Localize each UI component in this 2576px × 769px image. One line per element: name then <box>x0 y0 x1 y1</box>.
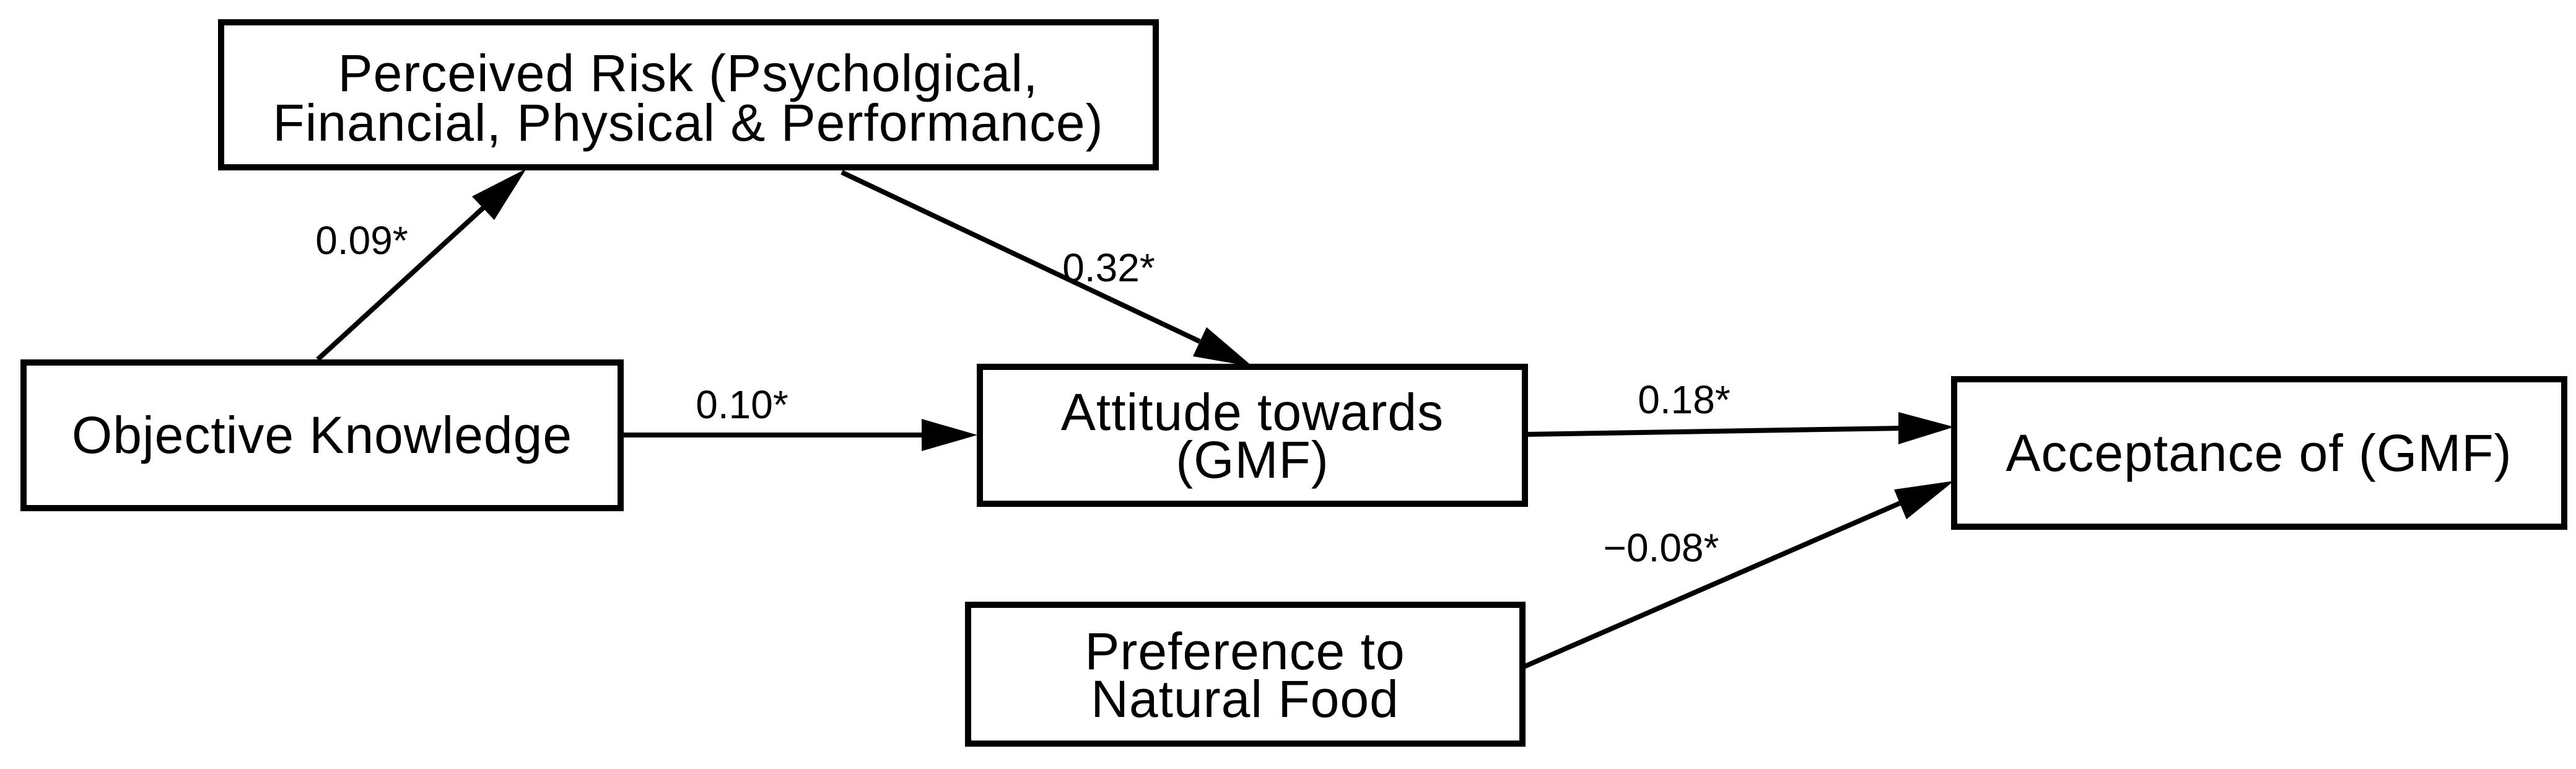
node-preference-natural-food: Preference to Natural Food <box>965 602 1526 747</box>
edge-attitude-to-acceptance-arrowhead <box>1898 412 1954 444</box>
node-objective-knowledge-label: Objective Knowledge <box>72 406 572 464</box>
node-perceived-risk-label-line2: Financial, Physical & Performance) <box>273 94 1103 152</box>
edge-preference-to-acceptance-line <box>1521 499 1904 670</box>
node-attitude-gmf-label-line2: (GMF) <box>1176 431 1329 489</box>
edge-objective-to-attitude-label: 0.10* <box>696 382 788 427</box>
node-acceptance-gmf: Acceptance of (GMF) <box>1951 376 2567 530</box>
node-attitude-gmf-box <box>977 364 1528 507</box>
node-attitude-gmf: Attitude towards (GMF) <box>977 364 1528 507</box>
edge-objective-to-risk-line <box>316 204 487 361</box>
edge-preference-to-acceptance-arrowhead <box>1894 481 1954 519</box>
node-objective-knowledge: Objective Knowledge <box>20 359 624 511</box>
edge-attitude-to-acceptance: 0.18* <box>1524 377 1954 444</box>
edge-preference-to-acceptance: −0.08* <box>1521 481 1954 670</box>
edge-objective-to-attitude: 0.10* <box>621 382 977 451</box>
node-acceptance-gmf-box <box>1951 376 2567 530</box>
edge-risk-to-attitude-label: 0.32* <box>1062 245 1155 290</box>
edge-objective-to-risk-label: 0.09* <box>315 218 408 263</box>
node-preference-natural-food-label-line2: Natural Food <box>1091 670 1399 728</box>
node-objective-knowledge-box <box>20 359 624 511</box>
node-preference-natural-food-box <box>965 602 1526 747</box>
edge-risk-to-attitude-line <box>840 170 1201 344</box>
edge-risk-to-attitude: 0.32* <box>840 170 1253 367</box>
node-perceived-risk: Perceived Risk (Psycholgical, Financial,… <box>218 19 1159 170</box>
edge-risk-to-attitude-arrowhead <box>1193 327 1253 367</box>
edge-objective-to-risk: 0.09* <box>315 169 526 361</box>
node-attitude-gmf-label-line1: Attitude towards <box>1061 383 1444 441</box>
edge-objective-to-risk-arrowhead <box>472 169 526 220</box>
edge-preference-to-acceptance-label: −0.08* <box>1604 525 1719 570</box>
edge-attitude-to-acceptance-line <box>1524 426 1901 437</box>
node-perceived-risk-label-line1: Perceived Risk (Psycholgical, <box>338 44 1039 102</box>
node-acceptance-gmf-label: Acceptance of (GMF) <box>2006 424 2512 482</box>
edge-attitude-to-acceptance-label: 0.18* <box>1638 377 1730 422</box>
edge-objective-to-attitude-arrowhead <box>922 419 977 451</box>
node-preference-natural-food-label-line1: Preference to <box>1085 622 1405 680</box>
node-perceived-risk-box <box>218 19 1159 170</box>
